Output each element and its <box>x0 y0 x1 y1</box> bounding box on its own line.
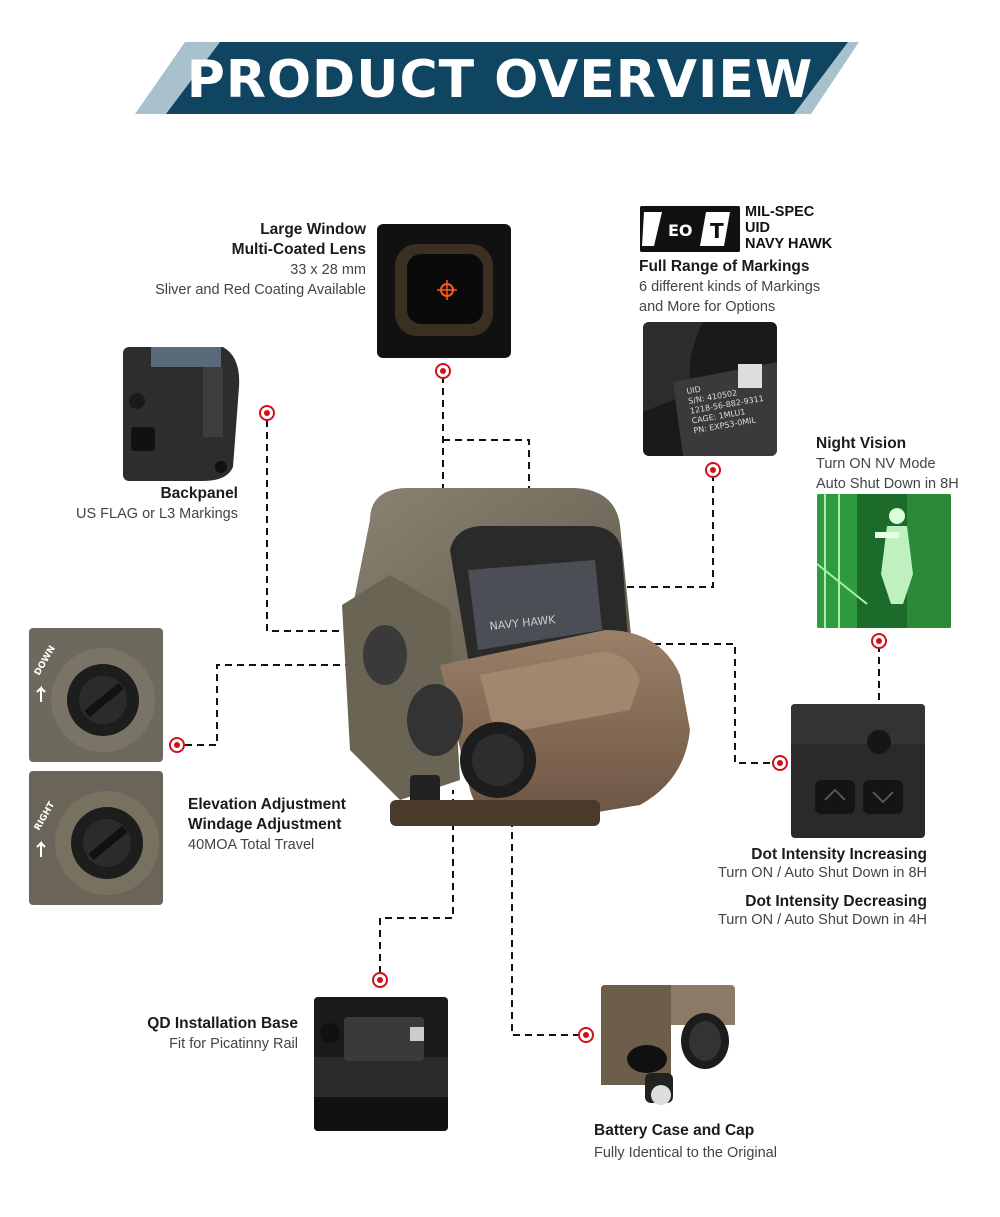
marker-dot-buttons <box>772 755 788 771</box>
elevation-title: Elevation Adjustment <box>188 796 346 813</box>
dot-buttons-photo <box>791 704 925 838</box>
battery-photo <box>601 985 735 1119</box>
backpanel-label: Backpanel US FLAG or L3 Markings <box>40 484 238 524</box>
plate-uid: UID <box>686 385 702 396</box>
badge-uid: UID <box>745 220 770 236</box>
battery-sub: Fully Identical to the Original <box>594 1145 777 1161</box>
markings-sub-2: and More for Options <box>639 299 776 315</box>
dot-increase-title: Dot Intensity Increasing <box>751 846 927 863</box>
holographic-sight-image: NAVY HAWK <box>342 488 690 826</box>
backpanel-photo <box>123 347 241 481</box>
svg-text:EO: EO <box>668 221 693 240</box>
marker-battery <box>578 1027 594 1043</box>
lens-title-2: Multi-Coated Lens <box>231 241 366 258</box>
night-vision-title: Night Vision <box>816 435 907 452</box>
elevation-dial-photo: DOWN <box>29 628 163 762</box>
marker-qd-base <box>372 972 388 988</box>
backpanel-title: Backpanel <box>160 485 238 502</box>
lens-sub-2: Sliver and Red Coating Available <box>155 282 366 298</box>
battery-title: Battery Case and Cap <box>594 1122 755 1139</box>
qd-base-label: QD Installation Base Fit for Picatinny R… <box>90 1014 298 1054</box>
dot-intensity-label: Dot Intensity Increasing Turn ON / Auto … <box>640 845 927 930</box>
adjustment-label: Elevation Adjustment Windage Adjustment … <box>188 795 378 855</box>
badge-milspec: MIL-SPEC <box>745 204 815 220</box>
svg-text:T: T <box>710 219 724 243</box>
markings-label: Full Range of Markings 6 different kinds… <box>639 257 899 317</box>
dot-decrease-sub: Turn ON / Auto Shut Down in 4H <box>717 912 927 928</box>
marker-markings <box>705 462 721 478</box>
dot-decrease-title: Dot Intensity Decreasing <box>745 893 927 910</box>
dot-increase-sub: Turn ON / Auto Shut Down in 8H <box>717 865 927 881</box>
windage-dial-photo: RIGHT <box>29 771 163 905</box>
markings-logo: EO T <box>640 206 740 252</box>
battery-label: Battery Case and Cap Fully Identical to … <box>594 1121 854 1163</box>
lens-label: Large Window Multi-Coated Lens 33 x 28 m… <box>130 220 366 300</box>
night-vision-photo <box>817 494 951 628</box>
night-vision-sub-1: Turn ON NV Mode <box>816 456 936 472</box>
qd-base-sub: Fit for Picatinny Rail <box>169 1036 298 1052</box>
markings-sub-1: 6 different kinds of Markings <box>639 279 821 295</box>
markings-title: Full Range of Markings <box>639 258 810 275</box>
backpanel-sub: US FLAG or L3 Markings <box>76 506 238 522</box>
marker-lens <box>435 363 451 379</box>
markings-photo: UID S/N: 410502 1218-56-882-9311 CAGE: 1… <box>643 322 777 456</box>
night-vision-sub-2: Auto Shut Down in 8H <box>816 476 959 492</box>
marker-adjustment <box>169 737 185 753</box>
night-vision-label: Night Vision Turn ON NV Mode Auto Shut D… <box>816 434 996 494</box>
adjustment-sub: 40MOA Total Travel <box>188 837 315 853</box>
svg-text:UID S/N: 410502: UID S/N: 410502 1218-56-882-9311 CAGE: 1… <box>686 374 771 436</box>
qd-base-title: QD Installation Base <box>147 1015 298 1032</box>
qd-base-photo <box>314 997 448 1131</box>
lens-sub-1: 33 x 28 mm <box>290 262 366 278</box>
page-title: PRODUCT OVERVIEW <box>186 50 814 110</box>
banner-background <box>135 42 859 114</box>
marker-backpanel <box>259 405 275 421</box>
lens-photo <box>377 224 511 358</box>
windage-title: Windage Adjustment <box>188 816 342 833</box>
markings-badge-text: MIL-SPEC UID NAVY HAWK <box>745 204 832 252</box>
marker-night-vision <box>871 633 887 649</box>
badge-navy-hawk: NAVY HAWK <box>745 236 833 252</box>
lens-title-1: Large Window <box>260 221 366 238</box>
